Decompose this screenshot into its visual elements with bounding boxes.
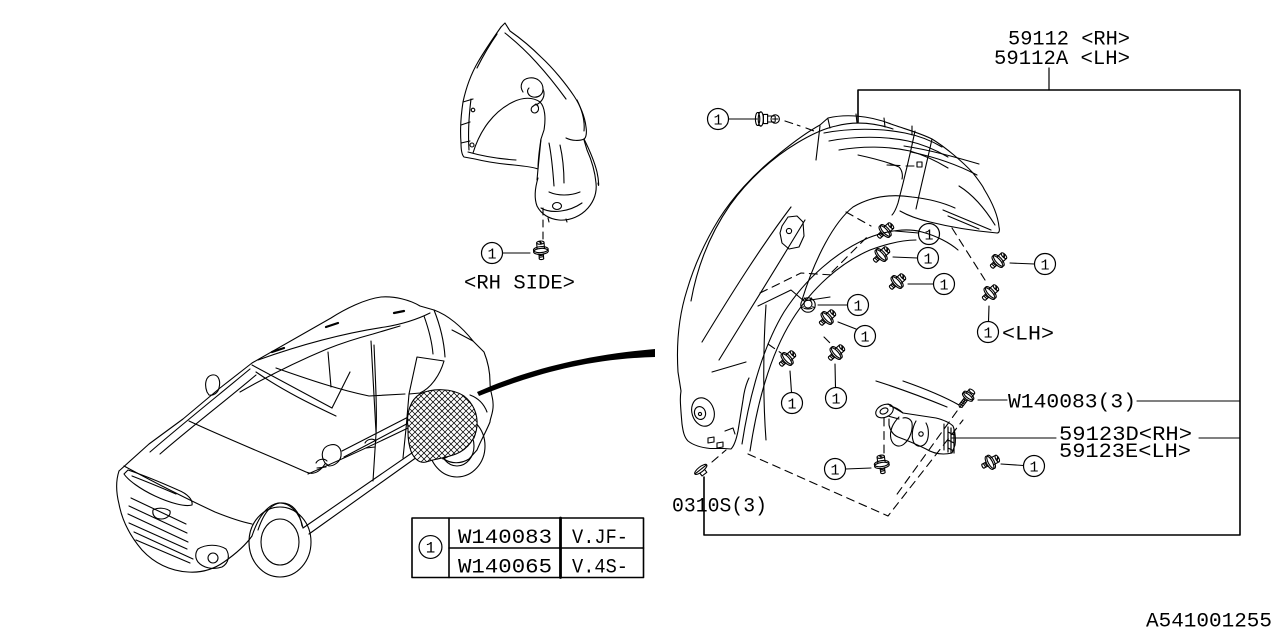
svg-text:59112A <LH>: 59112A <LH>: [994, 48, 1130, 71]
svg-text:0310S(3): 0310S(3): [672, 496, 767, 519]
svg-text:V.JF-: V.JF-: [572, 527, 628, 550]
svg-text:59112 <RH>: 59112 <RH>: [1008, 29, 1130, 52]
svg-text:A541001255: A541001255: [1146, 611, 1272, 634]
svg-text:<LH>: <LH>: [1002, 324, 1054, 347]
svg-text:W140065: W140065: [458, 557, 552, 580]
svg-text:W140083: W140083: [458, 527, 552, 550]
svg-text:W140083(3): W140083(3): [1008, 392, 1136, 415]
svg-text:1: 1: [426, 540, 435, 558]
svg-text:<RH SIDE>: <RH SIDE>: [464, 273, 575, 296]
svg-text:59123E<LH>: 59123E<LH>: [1059, 441, 1191, 464]
svg-text:59123D<RH>: 59123D<RH>: [1059, 424, 1192, 447]
svg-text:V.4S-: V.4S-: [572, 557, 628, 580]
